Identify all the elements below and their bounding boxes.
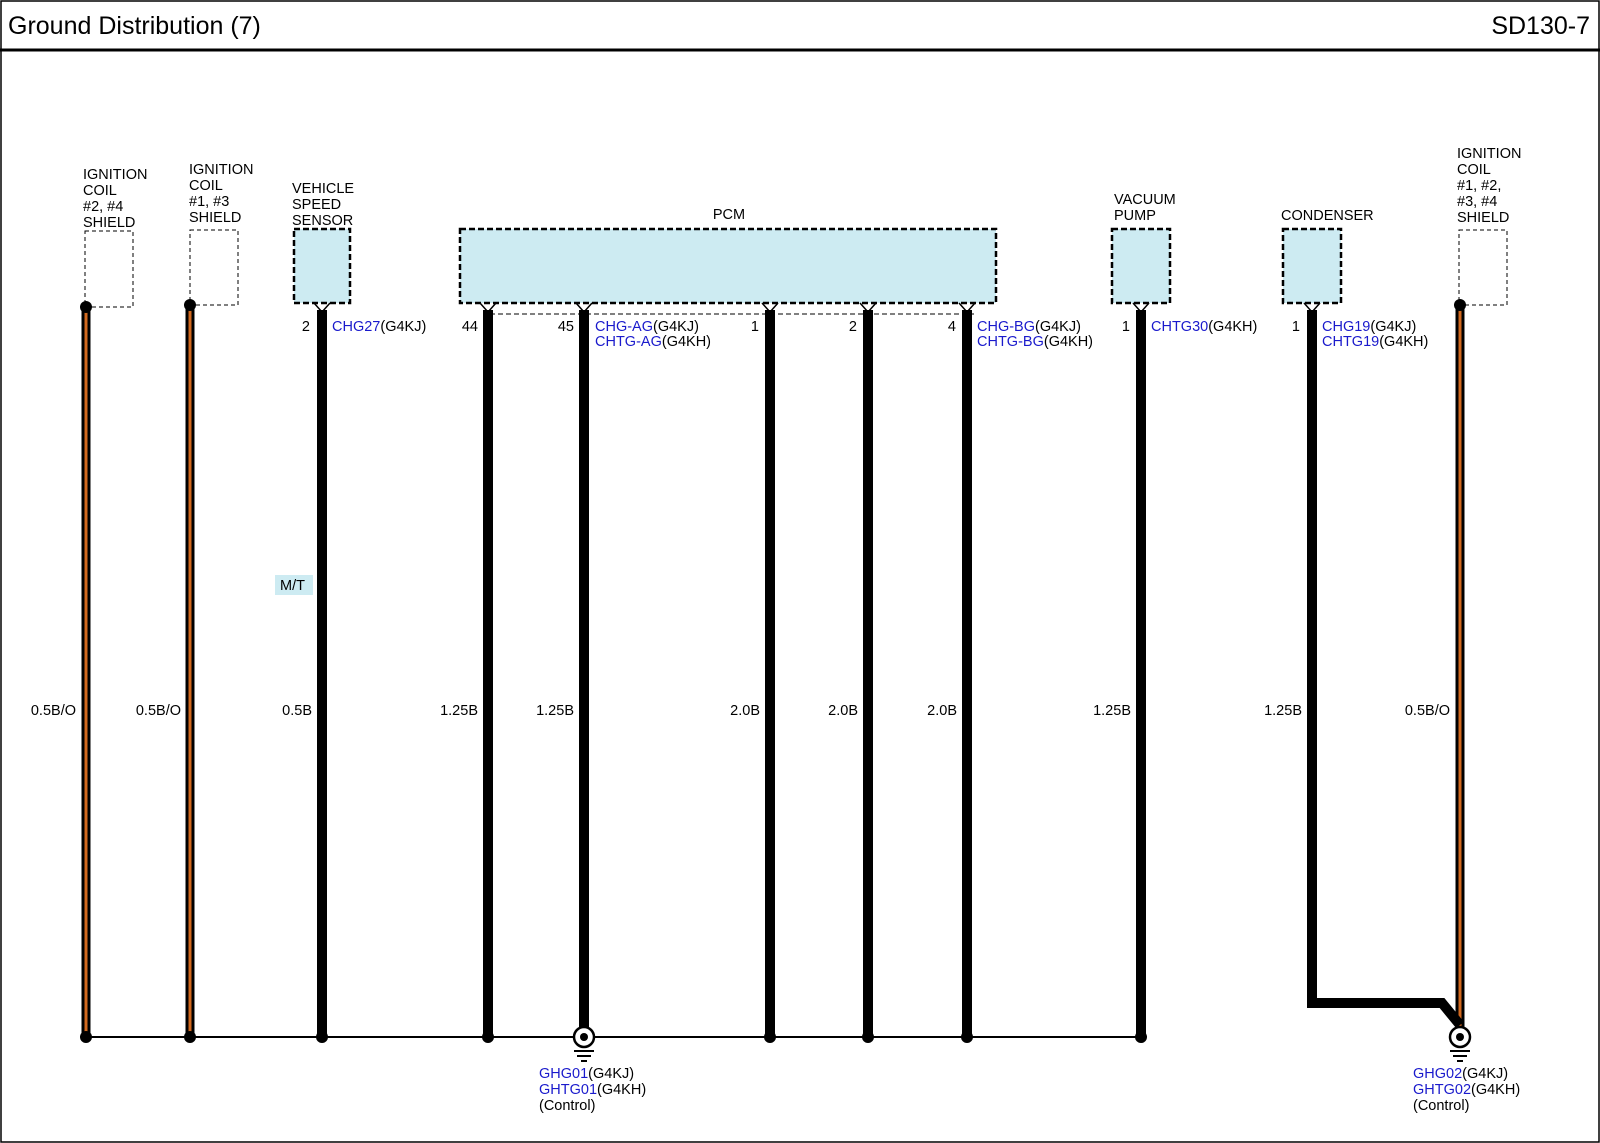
connector-code-pcm-a[interactable]: CHG-AG(G4KJ) bbox=[595, 319, 699, 335]
svg-text:PUMP: PUMP bbox=[1114, 208, 1156, 224]
wire-spec: 0.5B bbox=[282, 703, 312, 719]
pin-number: 4 bbox=[948, 319, 956, 335]
vacuum-pump-box bbox=[1110, 227, 1172, 305]
svg-text:SHIELD: SHIELD bbox=[1457, 210, 1509, 226]
wire-spec: 1.25B bbox=[440, 703, 478, 719]
connector-code-pcm-b-alt[interactable]: CHTG-BG(G4KH) bbox=[977, 334, 1093, 350]
ground-code-g1-alt[interactable]: GHTG01(G4KH) bbox=[539, 1082, 646, 1098]
connector-code-condenser-alt[interactable]: CHTG19(G4KH) bbox=[1322, 334, 1428, 350]
terminal-notches bbox=[313, 302, 1321, 314]
wire-spec: 2.0B bbox=[828, 703, 858, 719]
svg-text:IGNITION: IGNITION bbox=[1457, 146, 1521, 162]
ign-coil-24-shield-box bbox=[84, 230, 134, 308]
shield-terminal-dot bbox=[80, 301, 92, 313]
pcm-box bbox=[458, 227, 998, 305]
svg-text:VEHICLE: VEHICLE bbox=[292, 181, 354, 197]
svg-text:IGNITION: IGNITION bbox=[189, 162, 253, 178]
ground-note-g2: (Control) bbox=[1413, 1098, 1469, 1114]
pin-number: 2 bbox=[302, 319, 310, 335]
option-tag: M/T bbox=[280, 578, 305, 594]
connector-code-vacuum[interactable]: CHTG30(G4KH) bbox=[1151, 319, 1257, 335]
pin-number: 1 bbox=[1292, 319, 1300, 335]
shield-terminal-dot bbox=[184, 299, 196, 311]
svg-text:#2, #4: #2, #4 bbox=[83, 199, 123, 215]
ign-coil-1234-shield-box bbox=[1458, 229, 1508, 306]
svg-text:SHIELD: SHIELD bbox=[83, 215, 135, 231]
svg-text:VACUUM: VACUUM bbox=[1114, 192, 1176, 208]
wire-spec: 0.5B/O bbox=[1405, 703, 1450, 719]
condenser-label: CONDENSER bbox=[1281, 208, 1374, 224]
ign-coil-13-shield-box bbox=[189, 229, 239, 306]
svg-text:IGNITION: IGNITION bbox=[83, 167, 147, 183]
ground-note-g1: (Control) bbox=[539, 1098, 595, 1114]
ground-bus-dots bbox=[80, 1031, 1147, 1043]
wire-spec: 2.0B bbox=[730, 703, 760, 719]
svg-text:COIL: COIL bbox=[1457, 162, 1491, 178]
pin-number: 45 bbox=[558, 319, 574, 335]
connector-code-pcm-a-alt[interactable]: CHTG-AG(G4KH) bbox=[595, 334, 711, 350]
svg-text:SPEED: SPEED bbox=[292, 197, 341, 213]
svg-text:COIL: COIL bbox=[189, 178, 223, 194]
connector-code-vss[interactable]: CHG27(G4KJ) bbox=[332, 319, 426, 335]
shield-terminal-dot bbox=[1454, 299, 1466, 311]
wire-spec: 1.25B bbox=[1264, 703, 1302, 719]
vehicle-speed-sensor-box bbox=[292, 227, 352, 305]
connector-code-condenser[interactable]: CHG19(G4KJ) bbox=[1322, 319, 1416, 335]
ign-coil-1234-label: IGNITION COIL #1, #2, #3, #4 SHIELD bbox=[1457, 146, 1521, 226]
ground-symbol-icon bbox=[1448, 1025, 1472, 1062]
ign-coil-13-label: IGNITION COIL #1, #3 SHIELD bbox=[189, 162, 253, 226]
pin-number: 44 bbox=[462, 319, 478, 335]
wire-spec: 2.0B bbox=[927, 703, 957, 719]
option-tag-bg bbox=[275, 575, 313, 595]
pin-number: 1 bbox=[751, 319, 759, 335]
wire-condenser bbox=[1307, 310, 1464, 1029]
page-title: Ground Distribution (7) bbox=[8, 12, 261, 40]
ground-code-g1[interactable]: GHG01(G4KJ) bbox=[539, 1066, 634, 1082]
pcm-label: PCM bbox=[713, 207, 745, 223]
svg-text:COIL: COIL bbox=[83, 183, 117, 199]
svg-text:SHIELD: SHIELD bbox=[189, 210, 241, 226]
ground-symbol-icon bbox=[572, 1025, 596, 1062]
svg-text:SENSOR: SENSOR bbox=[292, 213, 353, 229]
vehicle-speed-sensor-label: VEHICLE SPEED SENSOR bbox=[292, 181, 354, 229]
wire-spec: 0.5B/O bbox=[31, 703, 76, 719]
connector-code-pcm-b[interactable]: CHG-BG(G4KJ) bbox=[977, 319, 1081, 335]
page-code: SD130-7 bbox=[1491, 12, 1590, 40]
pin-number: 1 bbox=[1122, 319, 1130, 335]
condenser-box bbox=[1281, 227, 1343, 305]
ign-coil-24-label: IGNITION COIL #2, #4 SHIELD bbox=[83, 167, 147, 231]
wire-spec: 0.5B/O bbox=[136, 703, 181, 719]
svg-text:#3, #4: #3, #4 bbox=[1457, 194, 1497, 210]
ground-code-g2[interactable]: GHG02(G4KJ) bbox=[1413, 1066, 1508, 1082]
ground-code-g2-alt[interactable]: GHTG02(G4KH) bbox=[1413, 1082, 1520, 1098]
svg-text:#1, #3: #1, #3 bbox=[189, 194, 229, 210]
wire-spec: 1.25B bbox=[536, 703, 574, 719]
pin-number: 2 bbox=[849, 319, 857, 335]
wire-spec: 1.25B bbox=[1093, 703, 1131, 719]
vacuum-pump-label: VACUUM PUMP bbox=[1114, 192, 1176, 224]
svg-text:#1, #2,: #1, #2, bbox=[1457, 178, 1501, 194]
